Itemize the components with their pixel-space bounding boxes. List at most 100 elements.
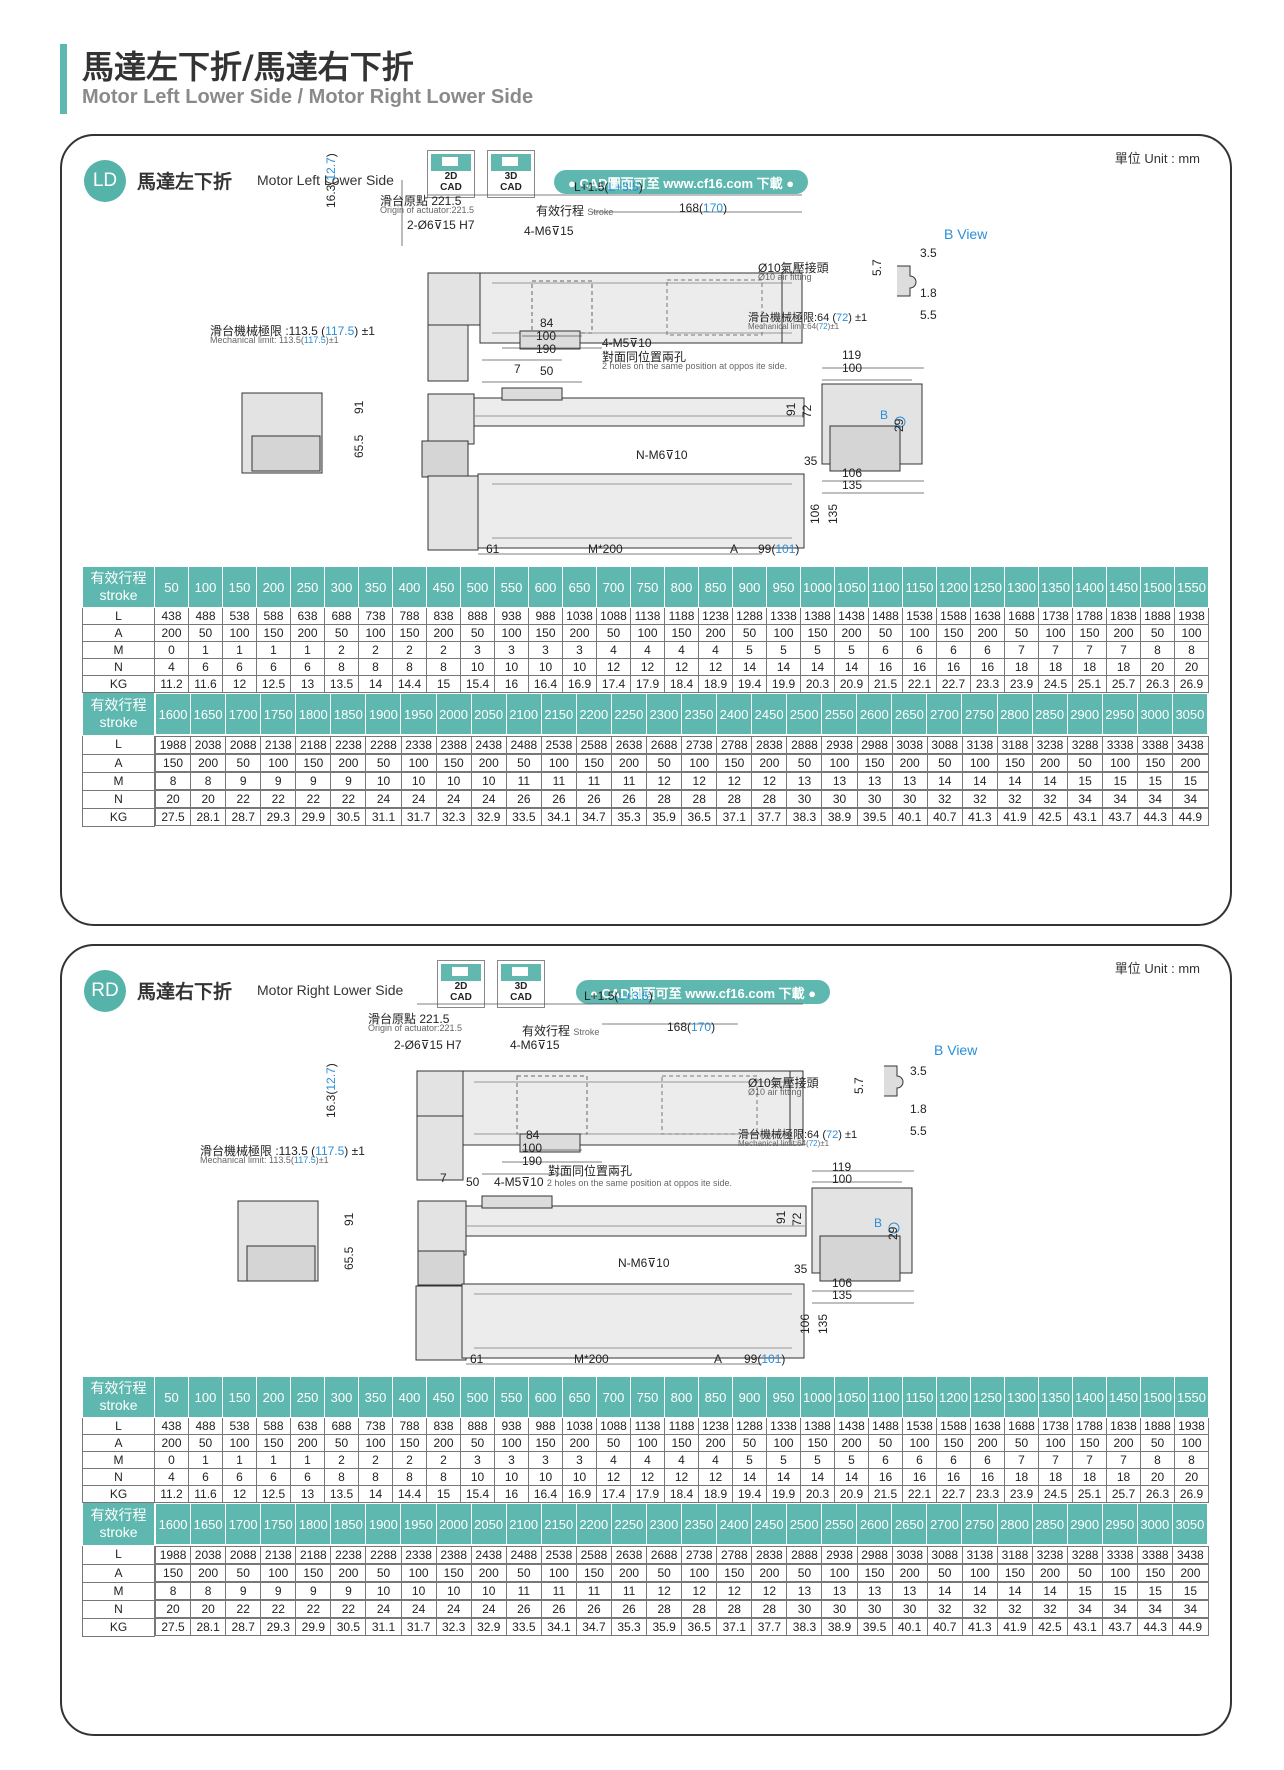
stroke-cell: 350 (358, 566, 393, 608)
table-cell: 13 (891, 1582, 928, 1600)
table-cell: 32 (961, 1600, 998, 1618)
table-cell: 8 (358, 1468, 393, 1486)
table-cell: 2788 (716, 736, 753, 754)
table-cell: 8 (392, 658, 427, 676)
stroke-cell: 2050 (470, 693, 507, 735)
table-cell: 50 (505, 754, 542, 772)
table-cell: 14 (800, 1468, 835, 1486)
floppy-disk-icon (431, 154, 471, 171)
table-cell: 1 (222, 641, 257, 659)
table-cell: 50 (460, 1434, 495, 1452)
stroke-cell: 2000 (435, 693, 472, 735)
stroke-cell: 2150 (540, 693, 577, 735)
table-cell: 1638 (970, 607, 1005, 625)
table-cell: 1138 (630, 1417, 665, 1435)
table-cell: 12 (646, 1582, 683, 1600)
table-cell: 50 (1140, 624, 1175, 642)
table-cell: 14 (800, 658, 835, 676)
table-cell: 1588 (936, 607, 971, 625)
table-cell: 3 (562, 641, 597, 659)
table-cell: 788 (392, 607, 427, 625)
stroke-cell: 2300 (645, 693, 682, 735)
table-cell: 30.5 (330, 1618, 367, 1636)
table-cell: 1088 (596, 1417, 631, 1435)
table-cell: 12 (664, 658, 699, 676)
stroke-cell: 1800 (295, 1503, 332, 1545)
table-cell: 8 (190, 772, 227, 790)
row-label: N (82, 1468, 155, 1486)
table-cell: 7 (1072, 1451, 1107, 1469)
stroke-cell: 1650 (190, 1503, 227, 1545)
table-cell: 14 (732, 658, 767, 676)
cad-download-link[interactable]: ● CAD圖面可至 www.cf16.com 下載 ● (576, 980, 831, 1004)
table-cell: 150 (575, 754, 613, 772)
table-cell: 13 (891, 772, 928, 790)
table-cell: 6 (902, 641, 937, 659)
dimension-labels: L+1.5(L+3.5) 滑台原點 221.5 Origin of actuat… (210, 153, 988, 556)
table-cell: 100 (821, 1564, 858, 1582)
table-cell: 13.5 (324, 1485, 359, 1503)
table-cell: 33.5 (505, 808, 542, 826)
row-label: A (82, 624, 155, 642)
stroke-cell: 950 (766, 1376, 801, 1418)
table-cell: 2 (358, 641, 393, 659)
table-cell: 200 (891, 754, 928, 772)
table-cell: 100 (681, 754, 718, 772)
table-cell: 100 (1038, 1434, 1073, 1452)
stroke-cell: 600 (528, 1376, 563, 1418)
table-cell: 28.7 (225, 808, 262, 826)
table-cell: 200 (154, 624, 189, 642)
table-cell: 24 (365, 790, 402, 808)
table-cell: 2838 (751, 1546, 788, 1564)
table-cell: 28 (646, 1600, 683, 1618)
table-cell: 7 (1038, 641, 1073, 659)
table-cell: 2538 (540, 736, 577, 754)
stroke-cell: 1650 (190, 693, 227, 735)
stroke-cell: 2450 (751, 1503, 788, 1545)
table-cell: 43.1 (1067, 808, 1104, 826)
table-cell: 12 (681, 1582, 718, 1600)
stroke-cell: 1000 (800, 1376, 835, 1418)
row-label: M (82, 771, 155, 791)
stroke-cell: 2950 (1101, 693, 1138, 735)
table-cell: 18.4 (664, 1485, 699, 1503)
table-cell: 1138 (630, 607, 665, 625)
table-cell: 438 (154, 1417, 189, 1435)
table-cell: 15 (426, 675, 461, 693)
table-cell: 12 (716, 1582, 753, 1600)
table-cell: 24 (400, 1600, 437, 1618)
table-cell: 100 (1174, 1434, 1209, 1452)
stroke-cell: 1750 (260, 693, 297, 735)
side-view (241, 387, 805, 478)
table-cell: 18 (1072, 1468, 1107, 1486)
stroke-cell: 2850 (1031, 1503, 1068, 1545)
stroke-cell: 2200 (575, 1503, 612, 1545)
table-cell: 638 (290, 1417, 325, 1435)
table-cell: 3338 (1102, 1546, 1139, 1564)
table-cell: 10 (528, 658, 563, 676)
table-cell: 16.4 (528, 675, 563, 693)
table-cell: 2088 (225, 736, 262, 754)
cad-download-link[interactable]: ● CAD圖面可至 www.cf16.com 下載 ● (554, 170, 809, 194)
table-cell: 9 (225, 1582, 262, 1600)
table-cell: 200 (1106, 1434, 1141, 1452)
table-cell: 1338 (766, 607, 801, 625)
table-cell: 2638 (611, 736, 648, 754)
end-view (811, 1187, 913, 1282)
table-cell: 31.1 (365, 1618, 402, 1636)
table-cell: 2888 (786, 1546, 823, 1564)
table-cell: 8 (1174, 641, 1209, 659)
table-cell: 30 (821, 790, 858, 808)
table-cell: 13 (856, 772, 893, 790)
stroke-cell: 200 (256, 1376, 291, 1418)
table-cell: 8 (1140, 641, 1175, 659)
table-cell: 15 (1102, 1582, 1139, 1600)
table-cell: 50 (868, 624, 903, 642)
